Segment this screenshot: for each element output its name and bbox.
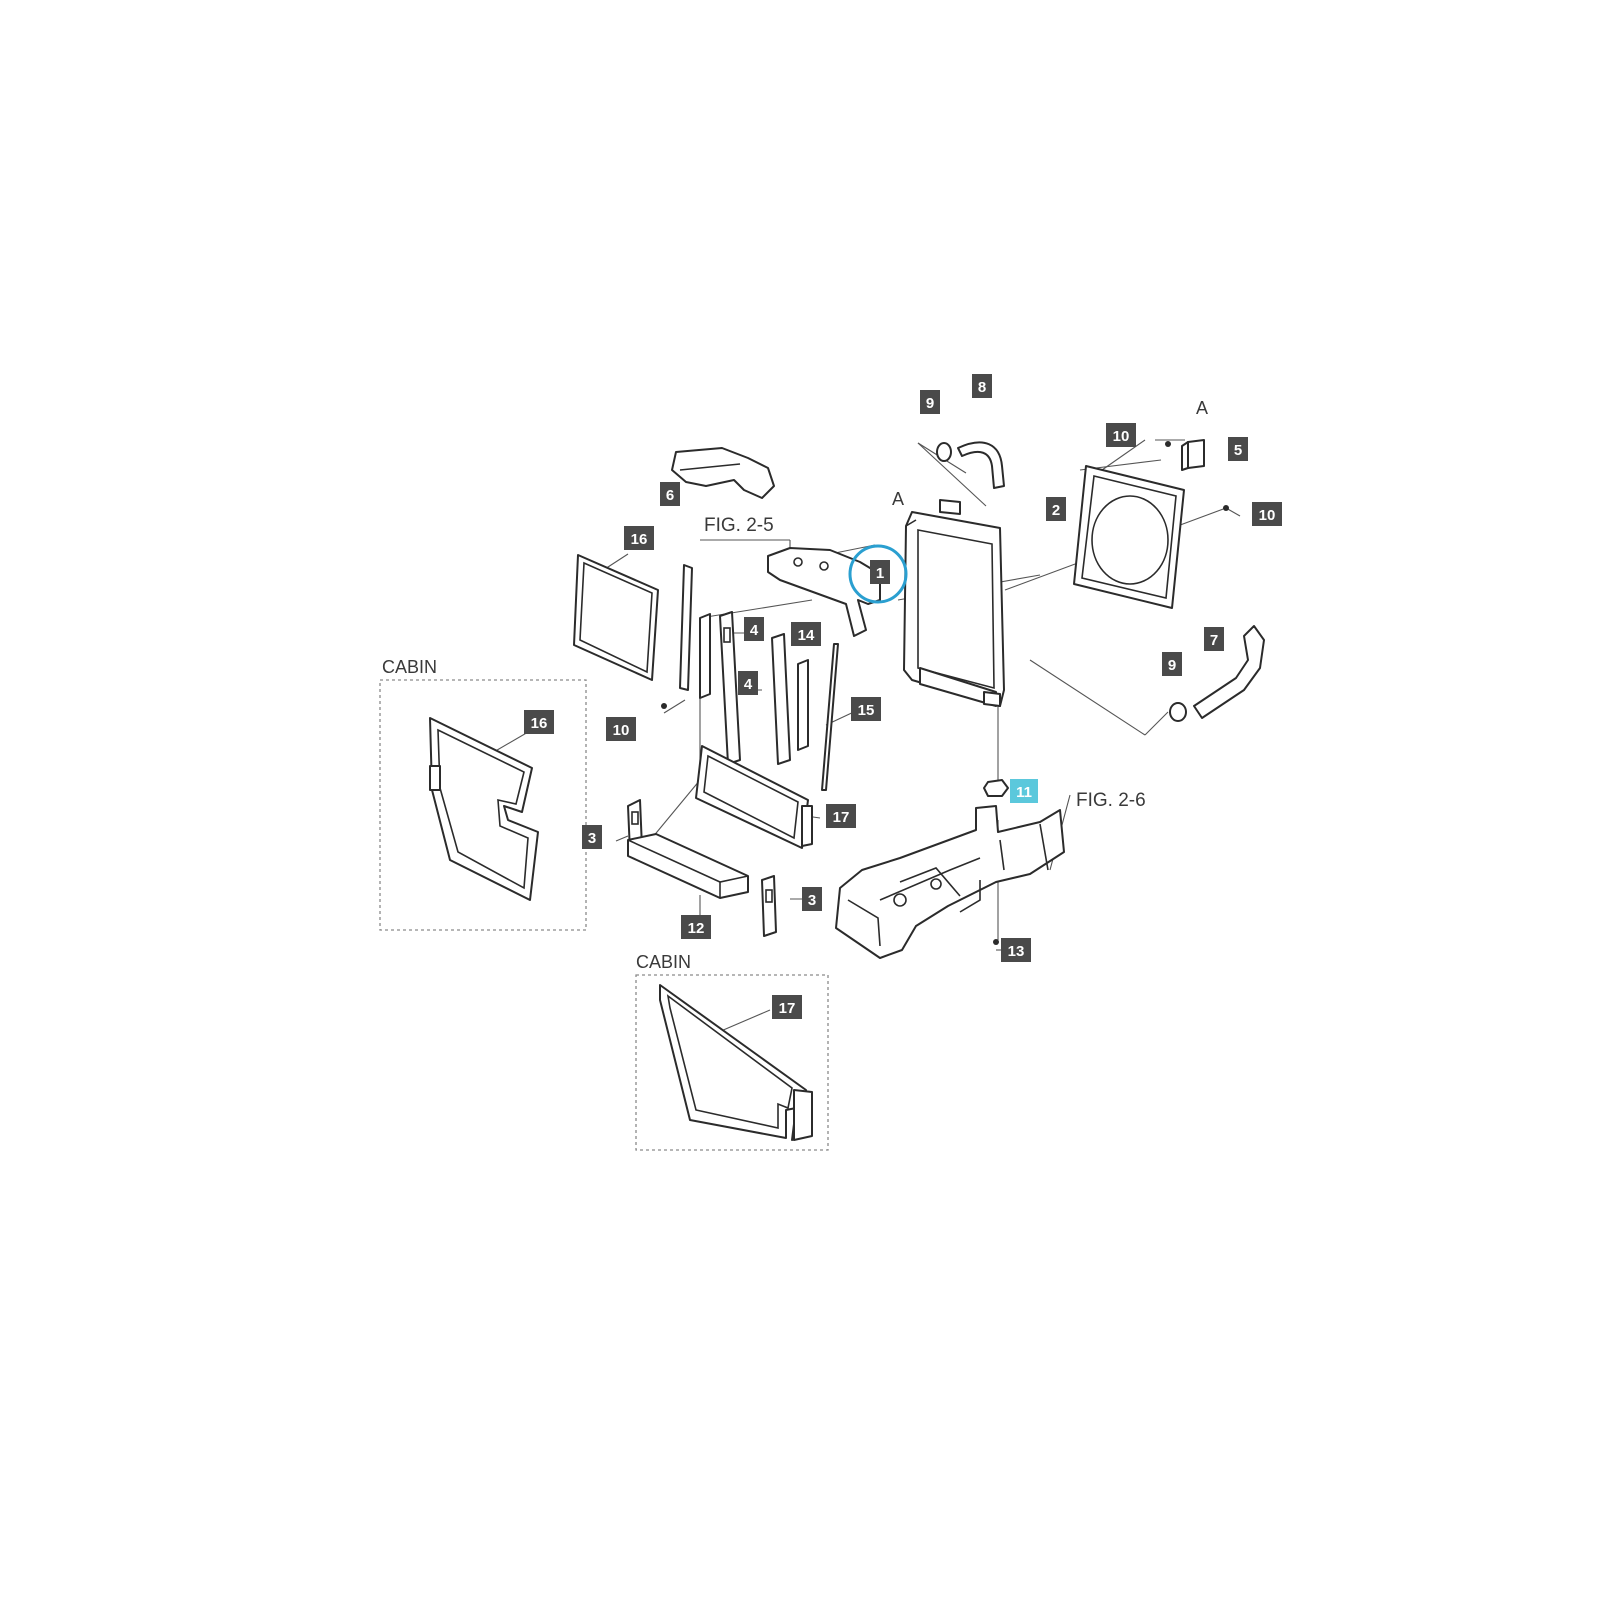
hose-clamp-right[interactable] (1169, 702, 1187, 722)
svg-text:9: 9 (1168, 657, 1176, 674)
callout-11[interactable]: 11 (1010, 779, 1038, 803)
svg-text:1: 1 (876, 565, 884, 582)
fig-2-6-frame-part[interactable] (835, 805, 1065, 959)
callout-15[interactable]: 15 (851, 697, 881, 721)
callouts: 1 2 3 3 4 4 5 6 7 8 9 9 10 10 10 11 12 1… (524, 374, 1282, 1019)
fan-shroud-part[interactable] (1073, 465, 1185, 609)
svg-text:13: 13 (1008, 943, 1025, 960)
svg-text:7: 7 (1210, 632, 1218, 649)
callout-16-cabin[interactable]: 16 (524, 710, 554, 734)
callout-17-cabin[interactable]: 17 (772, 995, 802, 1019)
svg-text:17: 17 (779, 1000, 796, 1017)
part-1-highlight-ring (848, 544, 908, 604)
upper-shroud-part[interactable] (671, 447, 775, 499)
svg-text:10: 10 (613, 722, 630, 739)
callout-9-right[interactable]: 9 (1162, 652, 1182, 676)
callout-10-right[interactable]: 10 (1252, 502, 1282, 526)
svg-text:4: 4 (750, 622, 759, 639)
fig-2-6-label: FIG. 2-6 (1076, 790, 1146, 811)
upper-hose-part[interactable] (957, 441, 1005, 489)
connection-marker-a-radiator: A (892, 489, 904, 509)
callout-10-top[interactable]: 10 (1106, 423, 1136, 447)
svg-text:17: 17 (833, 809, 850, 826)
spacer-block-3-right[interactable] (761, 875, 777, 937)
svg-text:15: 15 (858, 702, 875, 719)
svg-text:4: 4 (744, 676, 753, 693)
radiator-part[interactable] (903, 499, 1005, 707)
svg-text:16: 16 (631, 531, 648, 548)
seal-strip-4-mid[interactable] (719, 611, 741, 765)
bolt-10-left (661, 703, 667, 709)
callout-6[interactable]: 6 (660, 482, 680, 506)
side-seal-frame-upper[interactable] (573, 554, 659, 681)
svg-text:8: 8 (978, 379, 986, 396)
cabin-seal-frame-16[interactable] (429, 717, 539, 901)
sensor-block-part[interactable] (1181, 439, 1205, 471)
callout-10-left[interactable]: 10 (606, 717, 636, 741)
bolt-10-right (1223, 505, 1229, 511)
callout-8[interactable]: 8 (972, 374, 992, 398)
seal-frame-17[interactable] (695, 745, 813, 849)
callout-14[interactable]: 14 (791, 622, 821, 646)
cabin-label-bottom: CABIN (636, 952, 691, 972)
nut-11-part[interactable] (983, 779, 1009, 797)
fig-2-5-bracket-part[interactable] (767, 547, 881, 637)
svg-text:9: 9 (926, 395, 934, 412)
svg-text:12: 12 (688, 920, 705, 937)
callout-7[interactable]: 7 (1204, 627, 1224, 651)
svg-text:3: 3 (808, 892, 816, 909)
svg-text:5: 5 (1234, 442, 1242, 459)
svg-text:10: 10 (1259, 507, 1276, 524)
svg-text:3: 3 (588, 830, 596, 847)
cabin-box-left (379, 679, 587, 931)
hose-clamp-top[interactable] (936, 442, 952, 462)
callout-4-upper[interactable]: 4 (744, 617, 764, 641)
callout-3-right[interactable]: 3 (802, 887, 822, 911)
seal-strip-14[interactable] (771, 633, 791, 765)
seal-rod-15[interactable] (821, 643, 839, 791)
callout-1[interactable]: 1 (870, 560, 890, 584)
bolt-10-top (1165, 441, 1171, 447)
callout-3-left[interactable]: 3 (582, 825, 602, 849)
callout-16-top[interactable]: 16 (624, 526, 654, 550)
svg-text:11: 11 (1016, 784, 1032, 801)
callout-12[interactable]: 12 (681, 915, 711, 939)
callout-17-mid[interactable]: 17 (826, 804, 856, 828)
bolt-13 (993, 939, 999, 945)
connection-marker-a-sensor: A (1196, 398, 1208, 418)
svg-text:10: 10 (1113, 428, 1130, 445)
cabin-label-left: CABIN (382, 657, 437, 677)
seal-strip-4-left[interactable] (699, 613, 711, 699)
foam-block-12[interactable] (627, 833, 749, 899)
callout-5[interactable]: 5 (1228, 437, 1248, 461)
svg-text:6: 6 (666, 487, 674, 504)
svg-text:14: 14 (798, 627, 815, 644)
cabin-seal-frame-17[interactable] (659, 984, 813, 1141)
cabin-box-bottom (635, 974, 829, 1151)
seal-strip-vertical[interactable] (797, 659, 809, 751)
callout-4-lower[interactable]: 4 (738, 671, 758, 695)
fig-2-5-label: FIG. 2-5 (704, 515, 774, 536)
callout-2[interactable]: 2 (1046, 497, 1066, 521)
svg-text:16: 16 (531, 715, 548, 732)
svg-text:2: 2 (1052, 502, 1060, 519)
callout-13[interactable]: 13 (1001, 938, 1031, 962)
lower-hose-part[interactable] (1193, 625, 1265, 719)
callout-9-top[interactable]: 9 (920, 390, 940, 414)
seal-strip-left[interactable] (679, 564, 693, 691)
